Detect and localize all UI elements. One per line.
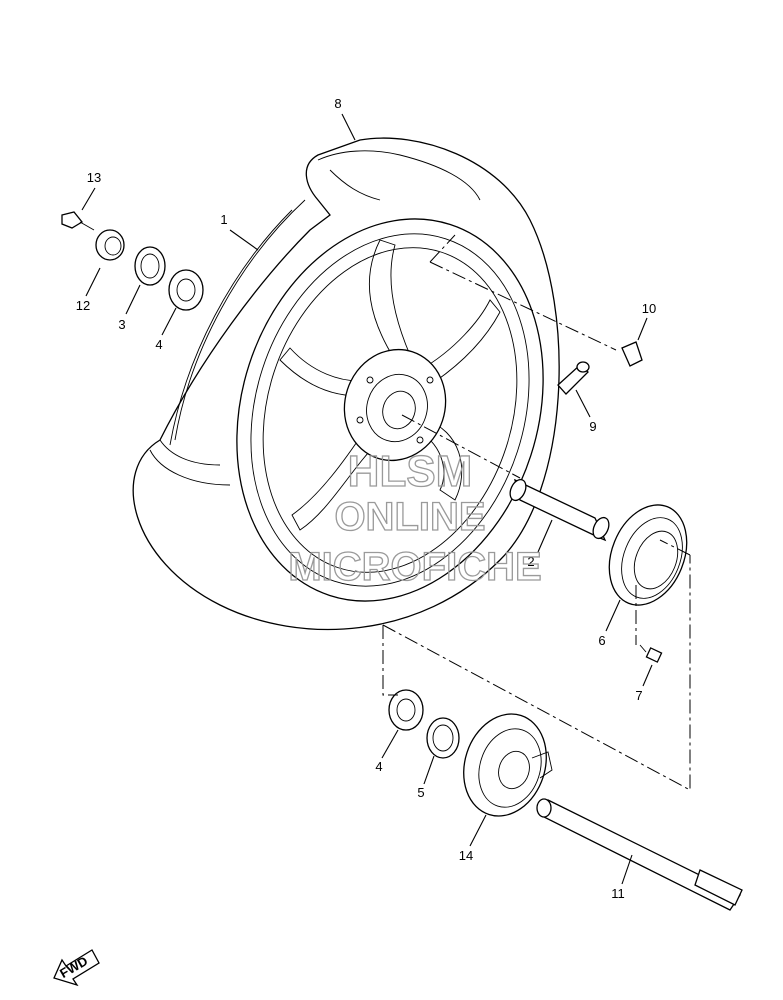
bolt-7: [639, 644, 663, 663]
leader-line-c8: [341, 113, 356, 141]
watermark: HLSM ONLINE MICROFICHE: [288, 446, 543, 589]
collar-12: [95, 229, 125, 261]
fwd-arrow: FWD: [53, 949, 100, 987]
leader-line-c9: [575, 389, 591, 418]
leader-line-c13: [81, 187, 96, 211]
watermark-line1: HLSM: [348, 447, 473, 496]
leader-line-c6: [605, 599, 621, 632]
callout-label-c6: 6: [598, 633, 605, 648]
leader-line-c5: [423, 755, 435, 785]
alignment-lines: [382, 234, 691, 791]
callout-label-c8: 8: [334, 96, 341, 111]
callout-label-c3: 3: [118, 317, 125, 332]
leader-line-c4a: [161, 307, 177, 336]
leader-line-c12: [85, 267, 101, 297]
callout-label-c4b: 4: [375, 759, 382, 774]
leader-line-c10: [637, 317, 648, 341]
callout-label-c11: 11: [611, 886, 625, 901]
callout-label-c9: 9: [589, 419, 596, 434]
valve-9: [557, 361, 590, 395]
oil-seal-3: [134, 246, 166, 286]
bolt-13: [61, 211, 95, 231]
callout-label-c12: 12: [76, 298, 90, 313]
leader-line-c4b: [381, 729, 399, 759]
watermark-line3: MICROFICHE: [288, 545, 541, 589]
callout-label-c14: 14: [459, 848, 473, 863]
callout-label-c7: 7: [635, 688, 642, 703]
collar: [509, 478, 610, 542]
leader-line-c14: [469, 814, 487, 847]
seal-plate: [608, 504, 688, 606]
oil-seal-5: [426, 717, 460, 759]
callout-label-c4a: 4: [155, 337, 162, 352]
wheel-rim: [169, 199, 544, 602]
leader-line-c3: [125, 284, 141, 315]
leader-line-c11: [621, 854, 633, 885]
callout-label-c10: 10: [642, 301, 656, 316]
axle-11: [536, 798, 743, 911]
watermark-line2: ONLINE: [334, 495, 485, 539]
callout-label-c5: 5: [417, 785, 424, 800]
callout-label-c1: 1: [220, 212, 227, 227]
valve-cap-10: [621, 341, 643, 367]
callout-label-c2: 2: [527, 554, 534, 569]
bearing-4-top: [168, 269, 204, 311]
callout-label-c13: 13: [87, 170, 101, 185]
leader-line-c1: [229, 229, 259, 251]
leader-line-c7: [642, 664, 653, 687]
gear-unit-14: [463, 713, 553, 817]
leader-line-c2: [537, 519, 553, 553]
bearing-4-bottom: [388, 689, 424, 731]
